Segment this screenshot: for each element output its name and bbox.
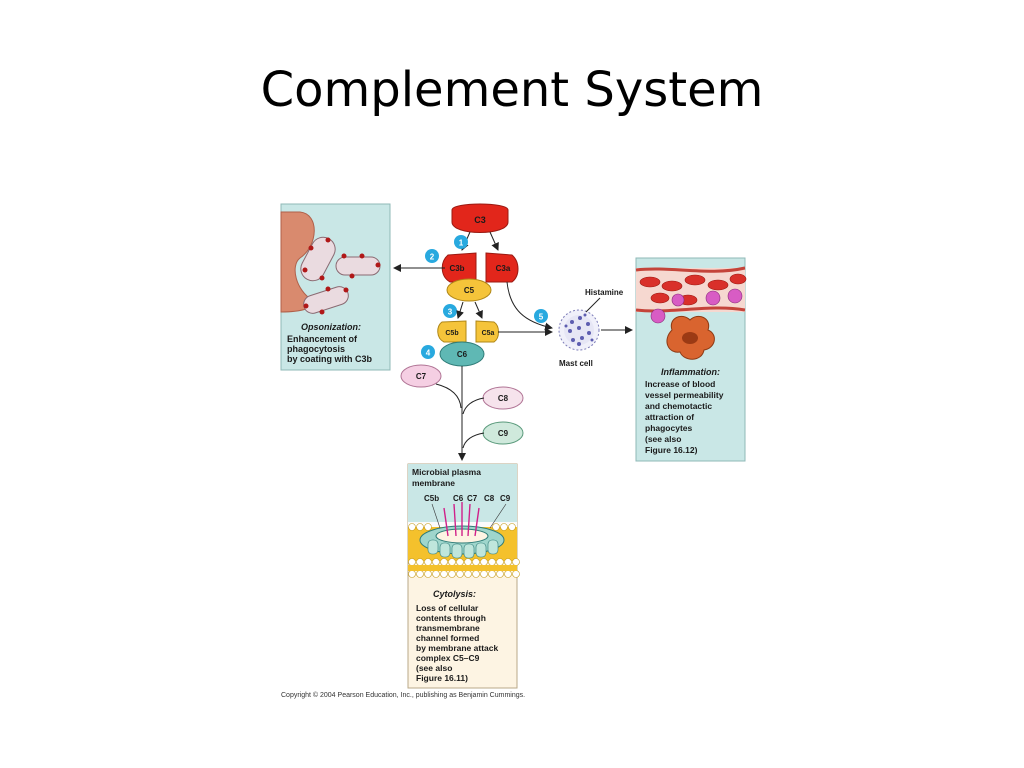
svg-text:2: 2 <box>430 253 435 262</box>
svg-text:phagocytes: phagocytes <box>645 423 693 433</box>
svg-text:C5: C5 <box>464 286 475 295</box>
inflammation-panel: Inflammation: Increase of blood vessel p… <box>636 258 746 461</box>
step-3-badge: 3 <box>443 304 457 318</box>
svg-text:transmembrane: transmembrane <box>416 623 480 633</box>
svg-text:Figure 16.12): Figure 16.12) <box>645 445 698 455</box>
svg-text:attraction of: attraction of <box>645 412 694 422</box>
step-1-badge: 1 <box>454 235 468 249</box>
svg-text:C3b: C3b <box>449 264 464 273</box>
svg-text:and chemotactic: and chemotactic <box>645 401 712 411</box>
svg-text:C7: C7 <box>467 494 478 503</box>
svg-text:by membrane attack: by membrane attack <box>416 643 498 653</box>
svg-text:Loss of cellular: Loss of cellular <box>416 603 479 613</box>
opsonization-line-1: Enhancement of <box>287 334 358 344</box>
mast-cell-label: Mast cell <box>559 359 593 368</box>
cytolysis-panel: Microbial plasma membrane C5b C6 C7 C8 C… <box>408 464 520 688</box>
c7-molecule: C7 <box>401 365 441 387</box>
c5b-fragment: C5b <box>438 321 466 342</box>
bacterium-2 <box>336 254 381 279</box>
svg-text:3: 3 <box>448 308 453 317</box>
c6-molecule: C6 <box>440 342 484 366</box>
svg-text:vessel permeability: vessel permeability <box>645 390 724 400</box>
svg-text:Figure 16.11): Figure 16.11) <box>416 673 468 683</box>
mast-cell <box>559 310 599 350</box>
histamine-label: Histamine <box>585 288 624 297</box>
c5a-fragment: C5a <box>476 321 499 342</box>
svg-text:C7: C7 <box>416 372 427 381</box>
opsonization-line-2: phagocytosis <box>287 344 345 354</box>
inflammation-title: Inflammation: <box>661 367 720 377</box>
membrane-line-1: Microbial plasma <box>412 467 481 477</box>
c8-molecule: C8 <box>483 387 523 409</box>
copyright-notice: Copyright © 2004 Pearson Education, Inc.… <box>281 692 525 699</box>
svg-text:C3a: C3a <box>496 264 511 273</box>
svg-text:C8: C8 <box>498 394 509 403</box>
svg-text:4: 4 <box>426 349 431 358</box>
svg-text:C9: C9 <box>500 494 511 503</box>
svg-text:channel formed: channel formed <box>416 633 479 643</box>
step-2-badge: 2 <box>425 249 439 263</box>
c5-molecule: C5 <box>447 279 491 301</box>
opsonization-title: Opsonization: <box>301 322 361 332</box>
opsonization-line-3: by coating with C3b <box>287 354 373 364</box>
svg-text:C5b: C5b <box>424 494 439 503</box>
svg-text:(see also: (see also <box>416 663 452 673</box>
membrane-line-2: membrane <box>412 478 455 488</box>
svg-text:5: 5 <box>539 313 544 322</box>
svg-text:C6: C6 <box>457 350 468 359</box>
svg-text:C9: C9 <box>498 429 509 438</box>
c9-molecule: C9 <box>483 422 523 444</box>
svg-text:(see also: (see also <box>645 434 681 444</box>
svg-text:complex C5–C9: complex C5–C9 <box>416 653 480 663</box>
svg-text:contents through: contents through <box>416 613 486 623</box>
c3-molecule: C3 <box>452 204 508 233</box>
svg-text:C5a: C5a <box>482 330 495 337</box>
svg-text:Increase of blood: Increase of blood <box>645 379 715 389</box>
c3b-fragment: C3b <box>442 253 476 282</box>
svg-text:C5b: C5b <box>445 330 458 337</box>
svg-text:C3: C3 <box>474 215 486 225</box>
cytolysis-title: Cytolysis: <box>433 589 476 599</box>
svg-text:C6: C6 <box>453 494 464 503</box>
svg-text:1: 1 <box>459 239 464 248</box>
svg-text:C8: C8 <box>484 494 495 503</box>
c3a-fragment: C3a <box>486 253 518 282</box>
opsonization-panel: Opsonization: Enhancement of phagocytosi… <box>281 204 390 370</box>
step-4-badge: 4 <box>421 345 435 359</box>
step-5-badge: 5 <box>534 309 548 323</box>
